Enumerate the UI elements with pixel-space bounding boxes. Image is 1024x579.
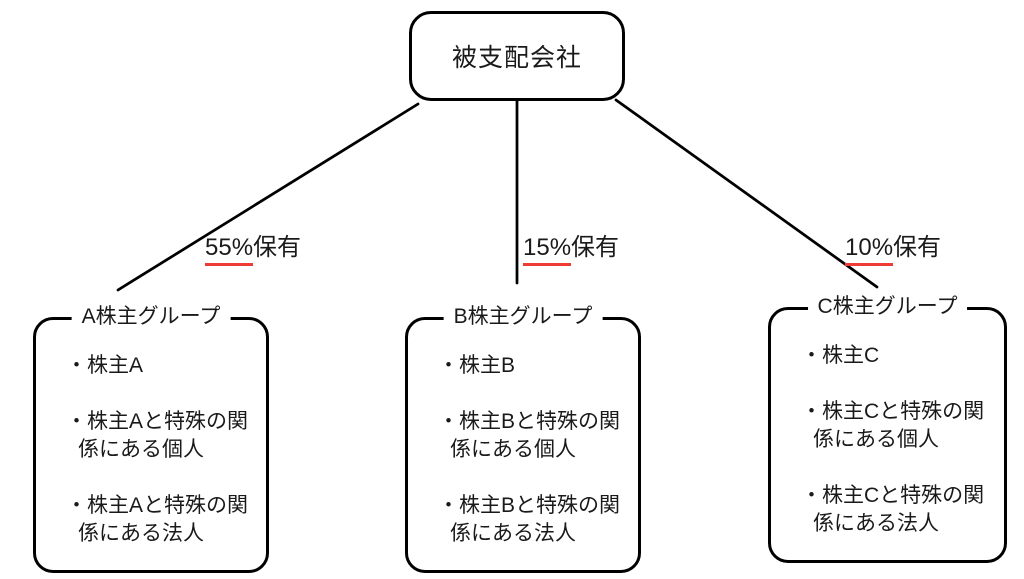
controlled-company-box: 被支配会社 — [409, 11, 625, 101]
list-item: ・株主C — [801, 344, 880, 367]
list-item: ・株主Cと特殊の関 係にある個人 — [801, 400, 985, 451]
ownership-suffix-b: 保有 — [571, 234, 620, 261]
shareholder-group-c-title: C株主グループ — [807, 294, 968, 320]
ownership-label-b: 15%保有 — [523, 235, 619, 266]
ownership-percentage-a: 55% — [205, 235, 254, 266]
list-item: ・株主A — [66, 354, 144, 377]
ownership-suffix-a: 保有 — [253, 234, 302, 261]
list-item: ・株主Bと特殊の関 係にある個人 — [438, 410, 621, 461]
shareholder-group-b-items: ・株主B ・株主Bと特殊の関 係にある個人 ・株主Bと特殊の関 係にある法人 — [408, 320, 638, 548]
list-item: ・株主Cと特殊の関 係にある法人 — [801, 484, 985, 535]
shareholder-group-a-title: A株主グループ — [71, 304, 231, 330]
shareholder-group-a-items: ・株主A ・株主Aと特殊の関 係にある個人 ・株主Aと特殊の関 係にある法人 — [36, 320, 266, 548]
shareholder-group-b-title: B株主グループ — [443, 304, 603, 330]
list-item: ・株主B — [438, 354, 516, 377]
ownership-label-c: 10%保有 — [845, 235, 941, 266]
shareholder-group-c-items: ・株主C ・株主Cと特殊の関 係にある個人 ・株主Cと特殊の関 係にある法人 — [771, 310, 1004, 538]
ownership-percentage-b: 15% — [523, 235, 572, 266]
controlled-company-label: 被支配会社 — [451, 44, 582, 72]
ownership-percentage-c: 10% — [845, 235, 894, 266]
ownership-suffix-c: 保有 — [893, 234, 942, 261]
shareholder-group-c-box: C株主グループ ・株主C ・株主Cと特殊の関 係にある個人 ・株主Cと特殊の関 … — [768, 294, 1007, 563]
shareholder-group-a-box: A株主グループ ・株主A ・株主Aと特殊の関 係にある個人 ・株主Aと特殊の関 … — [33, 304, 269, 573]
list-item: ・株主Aと特殊の関 係にある個人 — [66, 410, 249, 461]
ownership-label-a: 55%保有 — [205, 235, 301, 266]
list-item: ・株主Bと特殊の関 係にある法人 — [438, 494, 621, 545]
list-item: ・株主Aと特殊の関 係にある法人 — [66, 494, 249, 545]
connector-line-group-c — [614, 98, 879, 289]
shareholder-group-b-box: B株主グループ ・株主B ・株主Bと特殊の関 係にある個人 ・株主Bと特殊の関 … — [405, 304, 641, 573]
